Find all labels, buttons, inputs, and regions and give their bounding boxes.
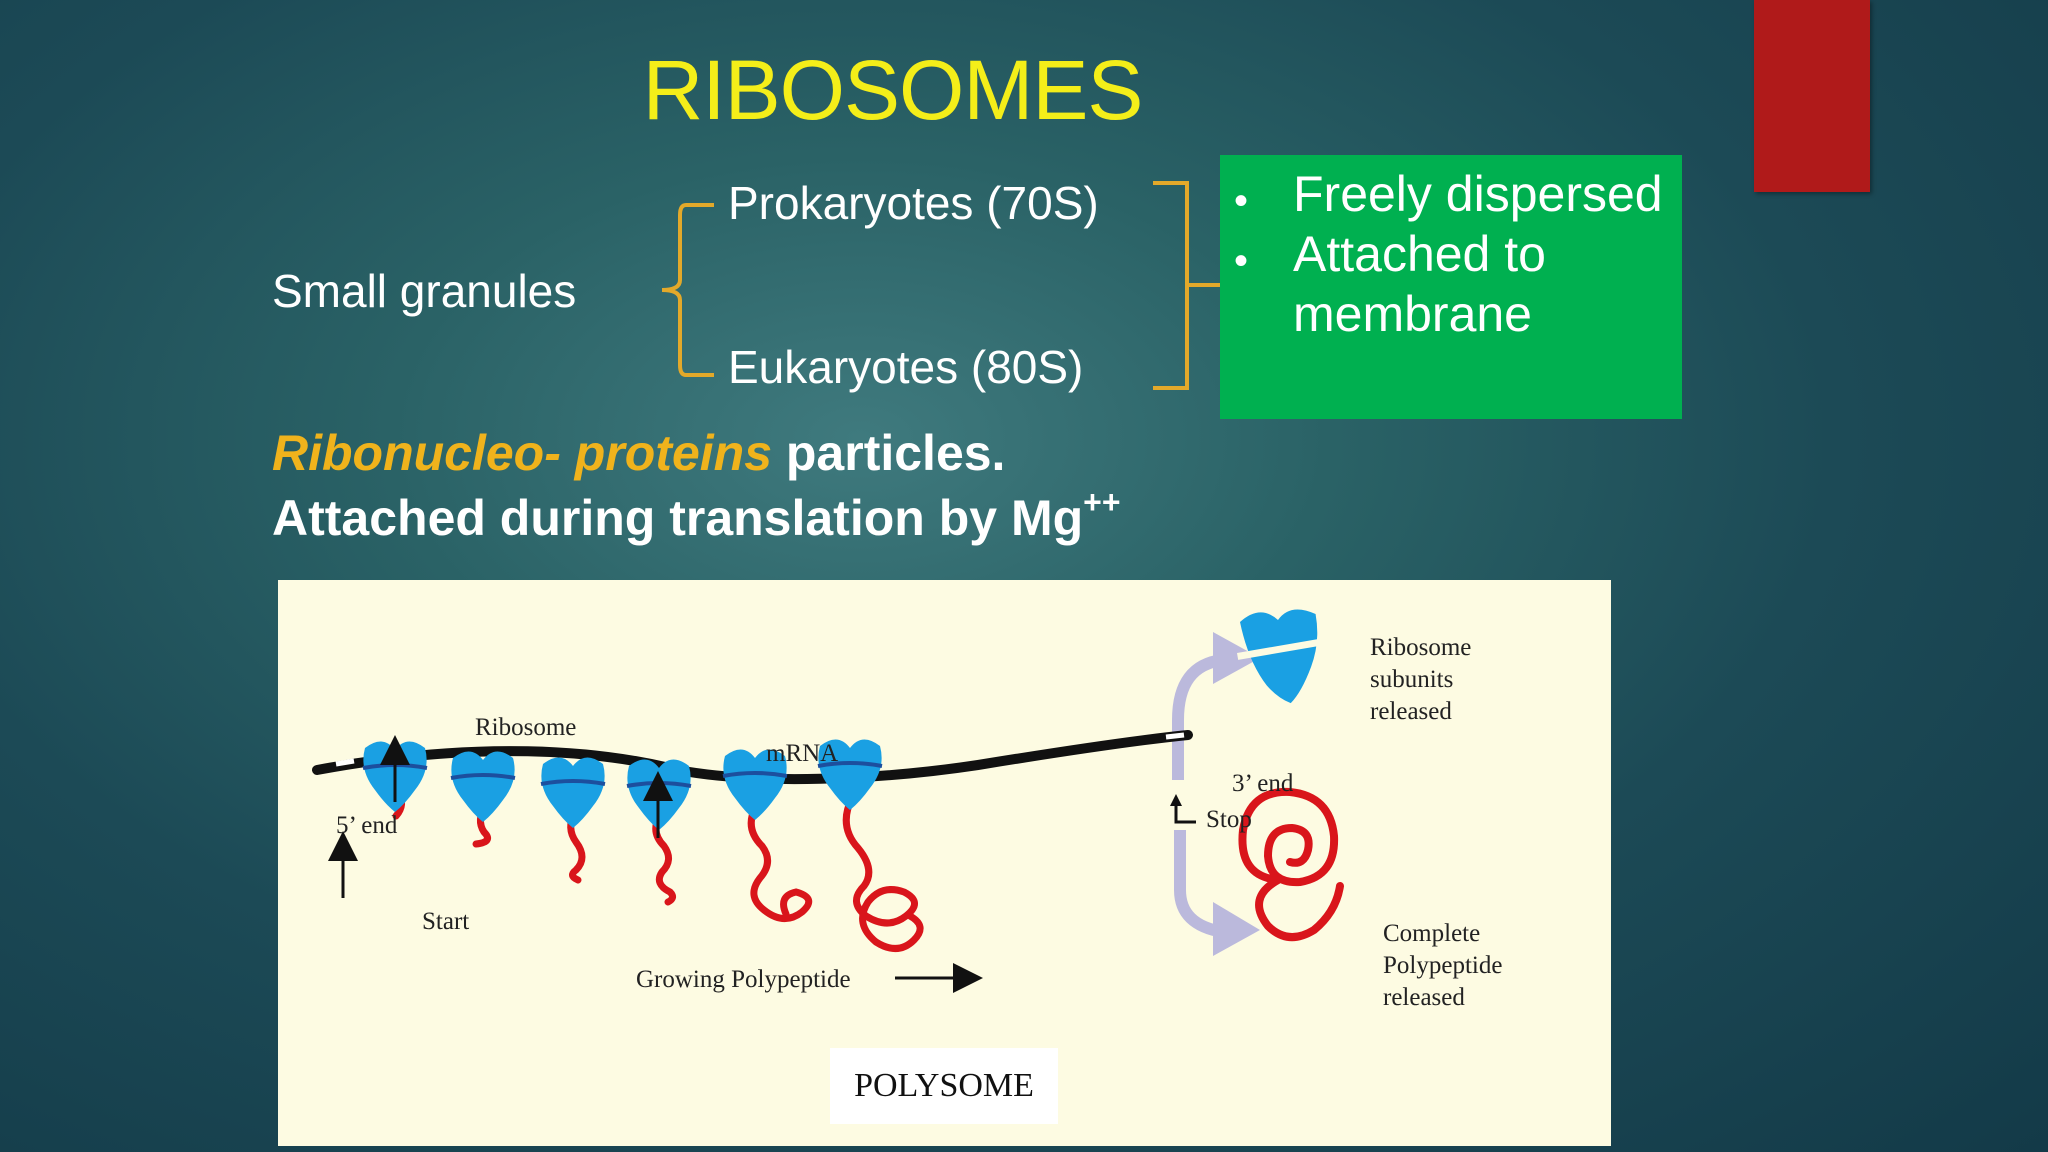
slide-title: RIBOSOMES <box>642 43 1144 137</box>
freely-dispersed-text: Freely dispersed <box>1293 166 1663 222</box>
mrna-label: mRNA <box>766 740 839 767</box>
membrane-text: membrane <box>1293 286 1532 342</box>
small-granules-label: Small granules <box>272 265 577 317</box>
polysome-caption: POLYSOME <box>830 1048 1058 1124</box>
brackets <box>661 181 1220 390</box>
stop-label: Stop <box>1206 806 1252 833</box>
ribosome-5 <box>722 749 788 820</box>
polypeptide-chain-3 <box>567 808 586 884</box>
eukaryotes-label: Eukaryotes (80S) <box>728 341 1084 393</box>
ribosome-2 <box>450 751 516 822</box>
attached-during-translation-text: Attached during translation by Mg <box>272 490 1084 546</box>
five-prime-end-label: 5’ end <box>336 812 398 839</box>
released-subunits-icon <box>1236 609 1330 704</box>
start-codon-mark <box>335 758 355 767</box>
location-box: • Freely dispersed • Attached to membran… <box>1220 155 1682 419</box>
mg-superscript: ++ <box>1083 484 1121 520</box>
ribonucleo-proteins-text: Ribonucleo- proteins <box>272 425 772 481</box>
bullet-icon: • <box>1234 179 1249 223</box>
complete-polypeptide-label: Complete Polypeptide released <box>1383 920 1503 1011</box>
polypeptide-chain-6 <box>842 794 924 952</box>
bullet-icon: • <box>1234 239 1249 283</box>
particles-text: particles. <box>772 425 1006 481</box>
start-label: Start <box>422 908 470 935</box>
ribosome-3 <box>540 757 606 828</box>
prokaryotes-label: Prokaryotes (70S) <box>728 177 1099 229</box>
stop-codon-mark <box>1165 732 1185 740</box>
ribosome-6 <box>817 739 883 810</box>
ribonucleoprotein-line: Ribonucleo- proteins particles. <box>272 424 1005 482</box>
complete-polypeptide-icon <box>1238 787 1344 941</box>
right-square-bracket-icon <box>1153 181 1189 390</box>
polysome-figure <box>312 609 1344 993</box>
three-prime-end-label: 3’ end <box>1232 770 1294 797</box>
subunits-released-label: Ribosome subunits released <box>1370 634 1472 725</box>
stop-arrow <box>1174 804 1196 824</box>
translation-line: Attached during translation by Mg++ <box>272 484 1121 547</box>
accent-bar <box>1754 0 1870 192</box>
ribosome-label: Ribosome <box>475 714 577 741</box>
growing-polypeptide-label: Growing Polypeptide <box>636 966 851 993</box>
left-curly-brace-icon <box>661 203 714 377</box>
attached-to-text: Attached to <box>1293 226 1546 282</box>
polysome-diagram: 5’ end Start Ribosome mRNA 3’ end Stop G… <box>278 580 1611 1146</box>
polypeptide-chain-5 <box>747 802 813 922</box>
